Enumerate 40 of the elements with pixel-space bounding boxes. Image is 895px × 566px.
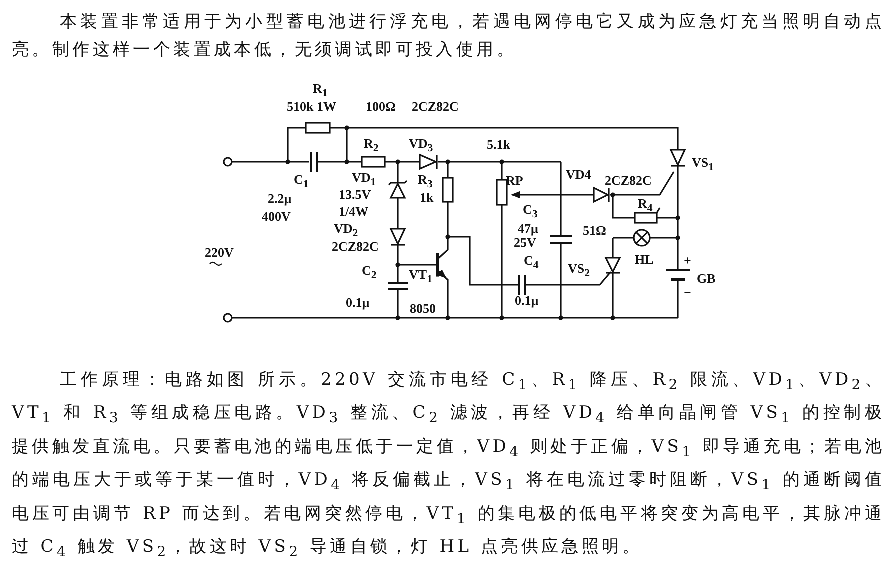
paragraph: 工作原理：电路如图 所示。220V 交流市电经 C$_{1}$、R$_{1}$ 降压、R$_{2}$ 限流、VD$_{1}$、VD$_{2}$、VT$_{1}$ 和 R$_{3}$ 等组成稳压电路。VD$_{3}$ 整流、C$_{2}$ 滤波，再经 VD$_{4}$ 给单向晶闸管 VS$_{1}$ 的控制极提供触发直流电。只要蓄电池的端电压低于一定值，VD$_{4}$ 则处于正偏，VS$_{1}$ 即导通充电；若电池的端电压大于或等于某一值时，VD$_{4}$ 将反偏截止，VS$_{1}$ 将在电流过零时阻断，VS$_{1}$ 的通断阈值电压可由调节 RP 而达到。若电网突然停电，VT$_{1}$ 的集电极的低电平将突变为高电平，其脉冲通过 C$_{4}$ 触发 VS$_{2}$，故这时 VS$_{2}$ 导通自锁，灯 HL 点亮供应急照明。 (12, 369, 885, 562)
component-label: + (684, 254, 692, 267)
component-label: VD4 (566, 168, 592, 181)
component-label: VD$_{2}$ (334, 222, 358, 240)
component-label: 2CZ82C (605, 174, 652, 187)
component-label: C$_{2}$ (362, 264, 377, 282)
component-label: R$_{4}$ (638, 197, 653, 214)
component-label: R$_{3}$ (418, 173, 433, 190)
component-label: 1/4W (339, 205, 369, 218)
component-label: 51Ω (583, 224, 606, 237)
component-label: 5.1k (487, 138, 510, 151)
component-label: 25V (514, 236, 536, 249)
component-label: 0.1μ (346, 296, 370, 309)
component-label: 8050 (410, 302, 436, 315)
component-label: HL (635, 253, 654, 266)
component-label: VD$_{3}$ (409, 137, 434, 154)
component-label: C$_{1}$ (294, 173, 309, 190)
component-label: 510k 1W (287, 100, 336, 113)
component-label: 220V (205, 246, 234, 259)
component-label: GB (697, 272, 716, 285)
component-label: 2CZ82C (412, 100, 459, 113)
component-label: VS$_{1}$ (692, 156, 714, 174)
component-label: VT$_{1}$ (409, 268, 432, 286)
component-label: 2CZ82C (332, 240, 379, 253)
component-label: VD$_{1}$ (352, 171, 376, 188)
component-label: 400V (262, 210, 291, 223)
paragraph: 本装置非常适用于为小型蓄电池进行浮充电，若遇电网停电它又成为应急灯充当照明自动点亮。制作这样一个装置成本低，无须调试即可投入使用。 (12, 11, 885, 62)
component-label: C$_{3}$ (523, 203, 538, 220)
component-label: VS$_{2}$ (568, 262, 590, 280)
component-label: C$_{4}$ (524, 254, 539, 272)
component-label: − (684, 286, 692, 299)
component-label: 13.5V (339, 188, 372, 201)
component-label: 100Ω (366, 100, 396, 113)
component-label: 1k (420, 191, 434, 204)
component-label: RP (506, 174, 524, 187)
component-label: 2.2μ (268, 192, 292, 205)
component-label: 0.1μ (515, 294, 539, 307)
component-label: 47μ (518, 222, 538, 235)
component-label: R$_{1}$ (313, 82, 328, 100)
component-label: R$_{2}$ (364, 137, 379, 154)
